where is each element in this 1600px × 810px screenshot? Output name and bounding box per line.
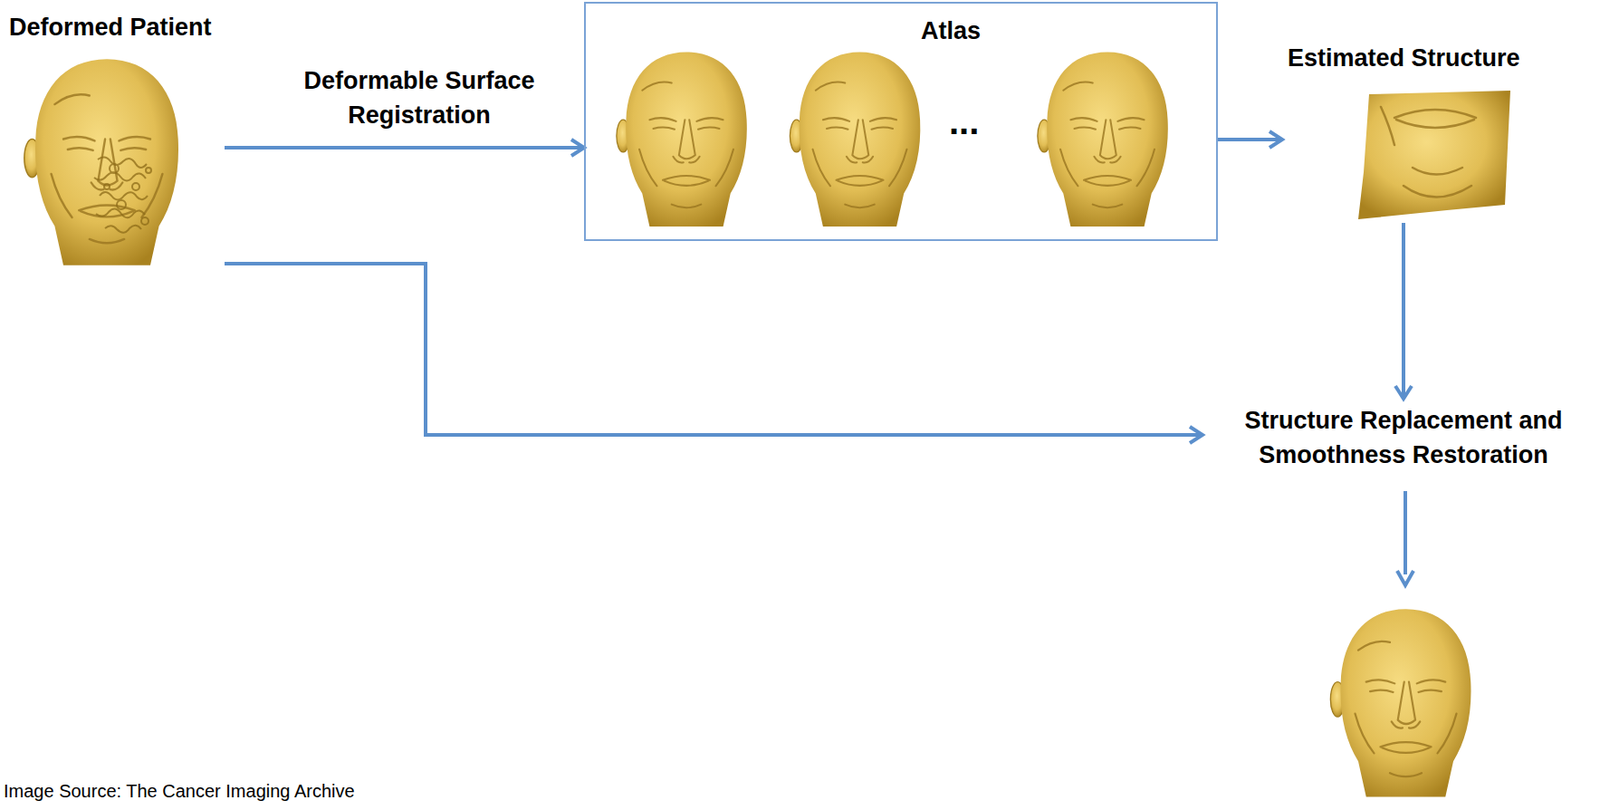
image-source-note: Image Source: The Cancer Imaging Archive <box>3 780 355 802</box>
arrow-line <box>1401 222 1406 399</box>
estimated-structure-node: Estimated Structure <box>1282 38 1526 223</box>
arrow-head <box>1395 385 1412 399</box>
estimated-structure-patch <box>1358 90 1511 220</box>
flow-arrow <box>224 139 585 156</box>
flow-arrow <box>224 263 1203 443</box>
node-text: Estimated Structure <box>1287 41 1521 77</box>
process-step: Structure Replacement and Smoothness Res… <box>1202 398 1600 479</box>
arrow-line <box>224 145 585 150</box>
ellipsis-mark: ... <box>948 101 979 143</box>
flow-arrow <box>1217 131 1283 148</box>
arrow-head <box>1269 131 1283 148</box>
deformation-texture <box>94 156 152 232</box>
arrow-line <box>1217 137 1283 142</box>
node-text: Deformed Patient <box>9 10 225 46</box>
arrow-head <box>571 139 585 156</box>
node-text: Atlas <box>585 14 1217 49</box>
arrow-line <box>224 263 1203 435</box>
atlas-box: Atlas <box>584 1 1218 241</box>
arrow-head <box>1189 426 1203 443</box>
flow-arrow <box>1395 222 1412 399</box>
node-text: Structure Replacement and Smoothness Res… <box>1213 403 1594 473</box>
edge-label: Deformable Surface Registration <box>283 64 556 134</box>
result-arrow <box>1397 490 1414 585</box>
patient-node: Deformed Patient <box>9 10 225 274</box>
